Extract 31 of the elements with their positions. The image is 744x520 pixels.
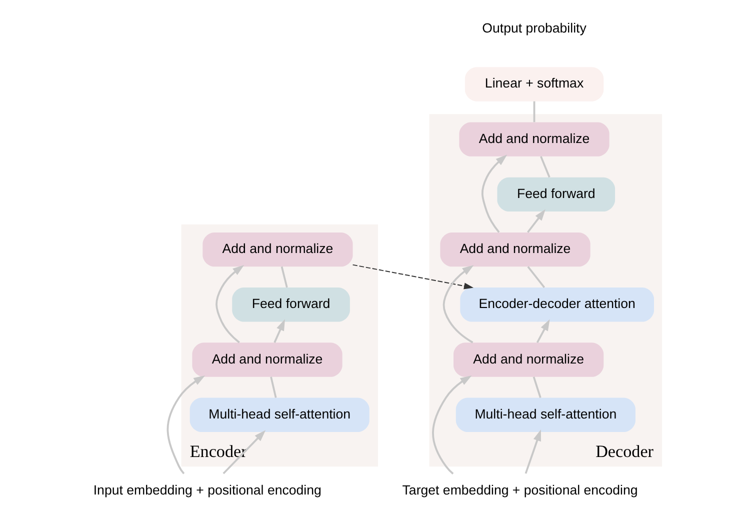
node-box: Multi-head self-attention [455, 398, 635, 432]
node-box: Encoder-decoder attention [460, 288, 654, 322]
arrow [536, 319, 550, 344]
connector [532, 376, 541, 398]
arrow [442, 265, 474, 344]
node-box: Feed forward [496, 177, 615, 212]
connector [270, 376, 276, 398]
connector [280, 266, 288, 288]
arrow [432, 376, 472, 474]
node-box: Linear + softmax [464, 67, 604, 102]
arrow [526, 209, 545, 233]
node-box: Add and normalize [458, 122, 609, 156]
arrow [480, 154, 507, 233]
arrow [222, 430, 266, 474]
node-text: Target embedding + positional encoding [402, 482, 638, 498]
arrow [524, 430, 540, 474]
connector [532, 101, 535, 122]
arrow [352, 264, 474, 290]
node-box: Add and normalize [192, 342, 342, 377]
node-box: Multi-head self-attention [189, 398, 369, 432]
arrow [273, 319, 284, 343]
node-box: Add and normalize [202, 232, 352, 267]
connector [540, 156, 550, 178]
node-box: Feed forward [232, 288, 350, 322]
node-box: Add and normalize [453, 342, 604, 377]
label: Output probability [482, 20, 586, 36]
connector [526, 266, 545, 288]
arrow [166, 376, 205, 474]
arrow [215, 265, 244, 344]
node-box: Add and normalize [440, 232, 590, 267]
node-text: Input embedding + positional encoding [92, 482, 321, 498]
